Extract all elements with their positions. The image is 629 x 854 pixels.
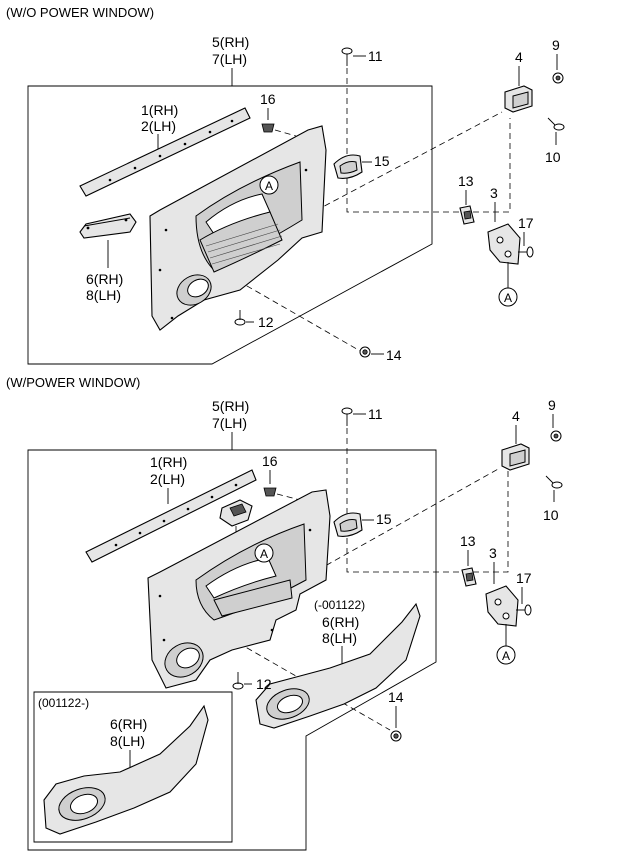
bottom-label-8b: 8(LH) xyxy=(110,733,145,749)
top-handle-15-icon xyxy=(333,154,363,179)
top-dash-16 xyxy=(274,129,297,137)
top-clip-16-icon xyxy=(261,123,275,133)
top-label-9: 9 xyxy=(552,37,560,53)
bottom-armrest-6b-icon xyxy=(43,704,209,835)
bottom-ref-a-marker: A xyxy=(254,543,274,563)
bottom-handle-15-icon xyxy=(333,512,363,537)
top-weatherstrip-1-icon xyxy=(79,107,251,197)
top-frame xyxy=(27,85,433,365)
bottom-label-1: 1(RH) xyxy=(150,454,187,470)
top-bumper-13-icon xyxy=(459,205,475,225)
bottom-dash-4 xyxy=(299,467,501,581)
top-bolt-10-icon xyxy=(547,117,565,131)
top-label-12: 12 xyxy=(258,314,274,330)
bottom-label-4: 4 xyxy=(512,408,520,424)
bottom-label-10: 10 xyxy=(543,507,559,523)
top-dash-11 xyxy=(346,68,511,213)
bottom-subbox xyxy=(33,691,233,843)
bottom-section-title: (W/POWER WINDOW) xyxy=(6,375,140,390)
top-section: (W/O POWER WINDOW) 5(RH) 7(LH) 11 4 9 xyxy=(6,5,565,365)
bottom-date-upto: (-001122) xyxy=(314,598,365,612)
bottom-weatherstrip-1-icon xyxy=(85,469,257,563)
bottom-dash-16 xyxy=(276,493,301,501)
bottom-screw-12-icon xyxy=(232,672,244,690)
bottom-label-7: 7(LH) xyxy=(212,415,247,431)
top-label-16: 16 xyxy=(260,91,276,107)
top-dash-4 xyxy=(297,111,503,221)
bottom-label-8: 8(LH) xyxy=(322,630,357,646)
top-label-4: 4 xyxy=(515,49,523,65)
bottom-label-14: 14 xyxy=(388,689,404,705)
top-nut-9-icon xyxy=(552,72,564,84)
top-label-2: 2(LH) xyxy=(141,118,176,134)
top-label-3: 3 xyxy=(490,185,498,201)
top-label-6: 6(RH) xyxy=(86,271,123,287)
bottom-label-5: 5(RH) xyxy=(212,398,249,414)
top-ref-a2-marker: A xyxy=(498,287,518,307)
top-screw-12-icon xyxy=(234,310,246,326)
bottom-label-17: 17 xyxy=(516,570,532,586)
bottom-screw-11-icon xyxy=(341,407,353,426)
top-label-10: 10 xyxy=(545,149,561,165)
top-ref-a-marker: A xyxy=(259,175,279,195)
top-bracket-4-icon xyxy=(504,85,533,113)
bottom-label-13: 13 xyxy=(460,533,476,549)
bottom-ref-a2-label: A xyxy=(502,649,510,663)
bottom-bolt-17-icon xyxy=(516,604,532,616)
bottom-bumper-13-icon xyxy=(461,567,477,587)
bottom-ref-a2-marker: A xyxy=(496,645,516,665)
bottom-label-11: 11 xyxy=(368,406,383,422)
bottom-clip-16-icon xyxy=(263,487,277,497)
bottom-frame xyxy=(27,449,437,851)
top-bolt-17-icon xyxy=(518,246,534,258)
bottom-section: (W/POWER WINDOW) (001122-) 5(RH) 7(LH) 1… xyxy=(6,375,563,851)
bottom-bolt-10-icon xyxy=(545,475,563,489)
top-label-17: 17 xyxy=(518,215,534,231)
top-ref-a2-label: A xyxy=(504,291,512,305)
bottom-label-6: 6(RH) xyxy=(322,614,359,630)
top-striker-3-icon xyxy=(487,223,521,265)
top-label-11: 11 xyxy=(368,48,383,64)
top-label-1: 1(RH) xyxy=(141,102,178,118)
top-label-7: 7(LH) xyxy=(212,51,247,67)
bottom-door-trim-panel-icon xyxy=(147,489,331,689)
bottom-label-15: 15 xyxy=(376,511,392,527)
top-label-13: 13 xyxy=(458,173,474,189)
top-pocket-6-icon xyxy=(79,213,137,239)
top-label-5: 5(RH) xyxy=(212,34,249,50)
top-section-title: (W/O POWER WINDOW) xyxy=(6,5,154,20)
top-label-14: 14 xyxy=(386,347,402,363)
bottom-date-from: (001122-) xyxy=(38,696,89,710)
bottom-dash-11 xyxy=(346,428,509,573)
top-door-trim-panel-icon xyxy=(149,125,327,331)
bottom-label-6b: 6(RH) xyxy=(110,716,147,732)
top-label-8: 8(LH) xyxy=(86,287,121,303)
bottom-clip-14-icon xyxy=(390,730,402,742)
bottom-striker-3-icon xyxy=(485,585,519,627)
bottom-ref-a-label: A xyxy=(260,547,268,561)
top-label-15: 15 xyxy=(374,153,390,169)
bottom-armrest-6-icon xyxy=(255,602,421,729)
bottom-label-3: 3 xyxy=(489,545,497,561)
top-dash-14 xyxy=(159,235,363,353)
top-clip-14-icon xyxy=(359,346,371,358)
bottom-label-2: 2(LH) xyxy=(150,471,185,487)
top-screw-11-icon xyxy=(341,47,353,66)
bottom-nut-9-icon xyxy=(550,430,562,442)
bottom-label-12: 12 xyxy=(256,676,272,692)
bottom-label-16: 16 xyxy=(262,453,278,469)
bottom-window-switch-icon xyxy=(219,499,253,527)
top-ref-a-label: A xyxy=(265,179,273,193)
bottom-label-9: 9 xyxy=(548,397,556,413)
bottom-bracket-4-icon xyxy=(501,443,530,471)
